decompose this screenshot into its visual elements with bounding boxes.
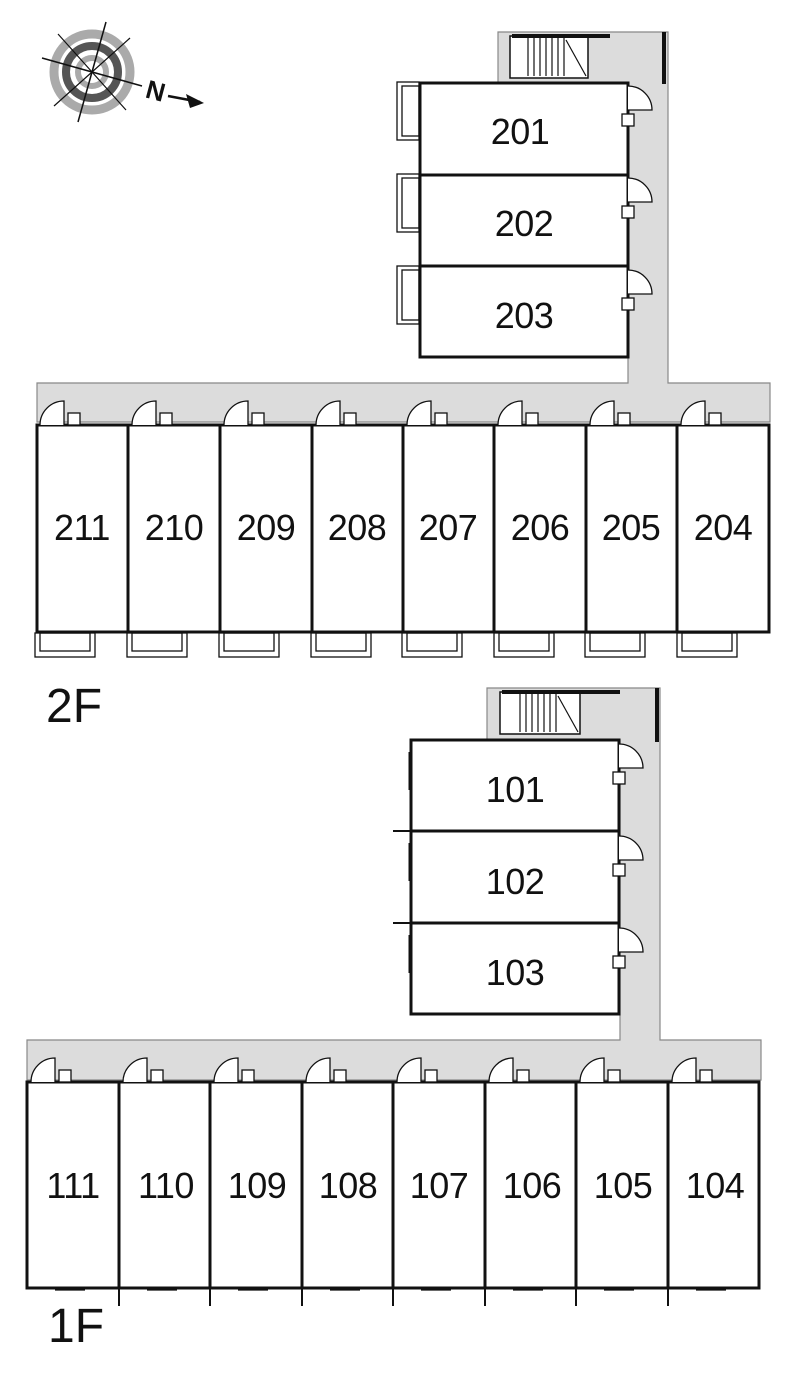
room-row-1f: 111 110 109 108 107 106 105 104 [25, 1080, 761, 1290]
room-label: 211 [54, 507, 110, 548]
room-label: 106 [503, 1165, 562, 1206]
room-label: 108 [319, 1165, 378, 1206]
room-label: 102 [486, 861, 545, 902]
room-106: 106 [483, 1080, 578, 1290]
room-209: 209 [218, 423, 314, 634]
room-label: 206 [511, 507, 570, 548]
room-210: 210 [126, 423, 222, 634]
room-label: 107 [410, 1165, 469, 1206]
floor-label-2f: 2F [46, 680, 102, 733]
floor-1f: 101 102 103 111 110 [25, 687, 762, 1353]
room-label: 207 [419, 507, 478, 548]
room-label: 205 [602, 507, 661, 548]
door-group-2f-row [39, 400, 722, 426]
room-102: 102 [409, 829, 621, 925]
room-101: 101 [409, 738, 621, 833]
room-203: 203 [418, 264, 630, 359]
room-label: 209 [237, 507, 296, 548]
room-label: 111 [46, 1165, 99, 1206]
room-108: 108 [300, 1080, 395, 1290]
corridor-1f [26, 687, 762, 1081]
room-label: 104 [686, 1165, 745, 1206]
room-111: 111 [25, 1080, 121, 1290]
window-group-1f [55, 1288, 726, 1306]
room-208: 208 [310, 423, 405, 634]
room-201: 201 [418, 81, 630, 177]
room-103: 103 [409, 921, 621, 1016]
room-label: 204 [694, 507, 753, 548]
staircase-2f [509, 32, 666, 84]
room-label: 208 [328, 507, 387, 548]
floor-2f: 201 202 203 211 210 2 [34, 31, 771, 733]
room-row-2f: 211 210 209 208 207 206 205 204 [35, 423, 771, 634]
room-110: 110 [117, 1080, 212, 1290]
room-label: 105 [594, 1165, 653, 1206]
door-group-1f-row [30, 1057, 713, 1083]
door-group-2f-top [621, 85, 653, 311]
room-204: 204 [675, 423, 771, 634]
room-label: 201 [491, 111, 550, 152]
room-label: 103 [486, 952, 545, 993]
north-arrow: N [143, 74, 204, 108]
compass-icon [41, 21, 143, 123]
room-label: 109 [228, 1165, 287, 1206]
door-group-1f-top [612, 743, 644, 969]
room-label: 110 [138, 1165, 194, 1206]
room-211: 211 [35, 423, 130, 634]
room-109: 109 [208, 1080, 304, 1290]
room-105: 105 [574, 1080, 670, 1290]
room-label: 203 [495, 295, 554, 336]
room-label: 202 [495, 203, 554, 244]
room-202: 202 [418, 173, 630, 268]
room-label: 101 [486, 769, 545, 810]
balcony-group-2f-top [396, 81, 420, 325]
wall-stubs-1f [393, 752, 411, 973]
room-107: 107 [391, 1080, 487, 1290]
room-205: 205 [584, 423, 679, 634]
balcony-group-2f-row [34, 632, 738, 658]
room-206: 206 [492, 423, 588, 634]
compass-north-label: N [143, 74, 169, 108]
staircase-1f [499, 688, 659, 742]
room-104: 104 [666, 1080, 761, 1290]
room-label: 210 [145, 507, 204, 548]
room-207: 207 [401, 423, 496, 634]
floor-label-1f: 1F [48, 1300, 104, 1353]
